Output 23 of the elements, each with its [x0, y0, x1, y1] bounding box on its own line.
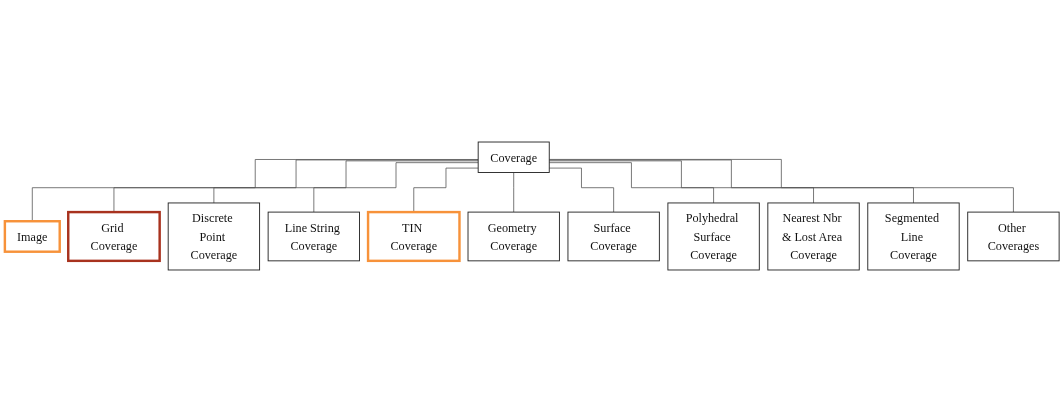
- node-box: Nearest Nbr & Lost Area Coverage: [767, 202, 860, 271]
- connector: [548, 159, 914, 204]
- connector: [548, 162, 714, 204]
- connector: [513, 172, 515, 213]
- connector: [548, 167, 615, 213]
- connector: [548, 160, 814, 204]
- node-box: Surface Coverage: [567, 211, 660, 262]
- connector: [31, 159, 479, 222]
- connector: [548, 159, 1014, 213]
- node-box: Grid Coverage: [67, 210, 161, 263]
- node-box: Other Coverages: [967, 211, 1060, 262]
- node-box: Discrete Point Coverage: [167, 202, 261, 271]
- connector: [213, 160, 479, 204]
- node-box: Geometry Coverage: [467, 211, 560, 262]
- node-box: TIN Coverage: [366, 210, 461, 263]
- node-box: Polyhedral Surface Coverage: [667, 202, 760, 271]
- node-box: Segmented Line Coverage: [867, 202, 960, 271]
- connector: [313, 162, 479, 213]
- connector: [113, 159, 479, 213]
- node-box: Image: [3, 220, 61, 253]
- connector: [413, 167, 479, 213]
- node-box: Coverage: [477, 141, 550, 173]
- node-box: Line String Coverage: [267, 211, 360, 262]
